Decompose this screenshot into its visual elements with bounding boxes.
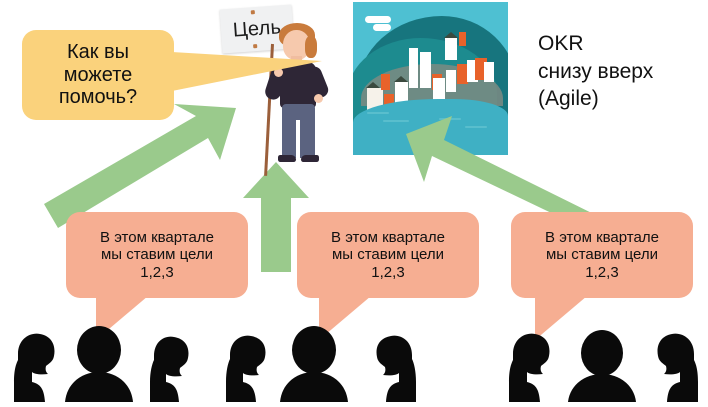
house-icon	[484, 62, 494, 82]
okr-caption: OKR снизу вверх (Agile)	[538, 30, 708, 113]
tower-icon	[420, 52, 431, 88]
person-silhouette	[10, 330, 62, 402]
person-silhouette	[370, 332, 420, 402]
person-silhouette	[146, 334, 194, 402]
arrow-up-to-goal	[243, 162, 309, 272]
okr-caption-line-1: OKR	[538, 32, 584, 55]
house-icon	[457, 64, 468, 84]
house-roof-icon	[394, 76, 408, 82]
wave-icon	[465, 126, 487, 128]
pin-icon	[250, 10, 255, 15]
house-roof-icon	[444, 32, 458, 38]
shoe-right-shape	[301, 155, 319, 162]
okr-caption-line-2: снизу вверх	[538, 59, 654, 83]
house-roof-icon	[366, 82, 380, 88]
cloud-icon	[373, 24, 391, 31]
speech-bubble-tail	[172, 52, 322, 91]
person-silhouette	[505, 330, 557, 402]
tower-icon	[409, 48, 418, 88]
person-silhouette	[278, 326, 350, 402]
cloud-icon	[365, 16, 391, 23]
person-silhouette	[63, 326, 135, 402]
person-silhouette	[222, 332, 272, 402]
wave-icon	[367, 112, 389, 114]
house-icon	[433, 78, 445, 102]
wave-icon	[383, 120, 409, 122]
person-silhouette	[566, 330, 638, 402]
house-icon	[467, 60, 478, 82]
shoe-left-shape	[278, 155, 296, 162]
legs-gap	[296, 120, 300, 158]
house-icon	[459, 32, 466, 46]
house-icon	[446, 70, 456, 92]
hand-right-shape	[314, 94, 323, 103]
house-icon	[445, 38, 457, 60]
speech-bubble-tail	[535, 296, 587, 340]
okr-caption-line-3: (Agile)	[538, 87, 599, 111]
house-icon	[381, 74, 390, 90]
arrow-up-left-to-vision	[398, 112, 628, 242]
person-silhouette	[650, 330, 702, 402]
pin-icon	[253, 44, 258, 49]
arrow-up-right-to-goal	[44, 104, 244, 229]
